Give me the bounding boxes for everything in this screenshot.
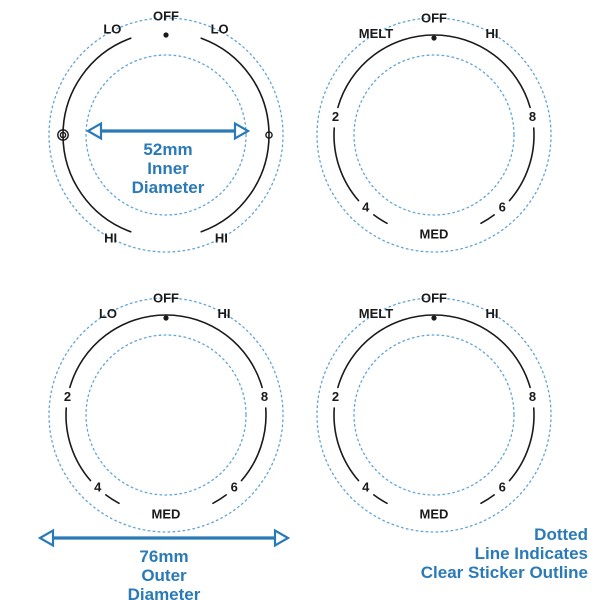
main-arc-seg-4 [480,494,495,505]
off-tick-dot [431,35,437,41]
dial-number-6: 6 [499,480,506,495]
outer-diameter-arrow-head-right [273,528,291,548]
inner-diameter-arrow-head-right [233,121,251,141]
lo-hi-numbered-dial: OFF LO HI MED 2 4 6 8 [48,290,284,533]
left-arc-seg-0 [62,37,132,233]
dimension-layer [37,121,291,548]
dial-number-6: 6 [499,200,506,215]
dial-number-2: 2 [332,109,339,124]
dial-label-med-2: MED [420,226,449,241]
main-arc-seg-3 [240,407,267,482]
legend-callout-line-1: Dotted [534,525,588,544]
off-tick-dot [431,315,437,321]
inner-diameter-callout-line-3: Diameter [132,178,205,197]
dial-label-off: OFF [421,290,447,305]
dial-label-hi-3: HI [215,231,228,246]
inner-diameter-arrow-head-left [85,121,103,141]
dial-number-8: 8 [529,109,536,124]
dial-label-lo-0: LO [103,21,121,36]
outer-sticker-outline [48,297,284,533]
legend-callout-line-2: Line Indicates [475,544,588,563]
outer-sticker-outline [316,297,552,533]
inner-sticker-outline [353,54,515,216]
off-tick-dot [163,315,169,321]
inner-sticker-outline [353,334,515,496]
double-ring-marker-inner [59,131,67,139]
outer-diameter-callout-line-2: Outer [141,566,187,585]
dial-label-off: OFF [421,10,447,25]
inner-diameter-callout-line-2: Inner [147,159,189,178]
off-tick-dot [163,32,169,38]
dial-number-8: 8 [261,389,268,404]
main-arc-seg-1 [333,407,360,482]
dial-label-melt-0: MELT [359,26,393,41]
dial-label-hi-2: HI [104,231,117,246]
dial-number-8: 8 [529,389,536,404]
dial-number-4: 4 [94,480,102,495]
outer-diameter-arrow [37,528,291,548]
right-arc-seg-0 [200,37,270,233]
dial-label-off: OFF [153,8,179,23]
lo-hi-split-dial: OFF LO LO HI HI [48,8,284,253]
dial-label-melt-0: MELT [359,306,393,321]
dial-label-lo-1: LO [211,21,229,36]
dial-label-med-2: MED [152,506,181,521]
inner-diameter-callout-line-1: 52mm [143,140,192,159]
dial-label-hi-1: HI [486,306,499,321]
dial-label-hi-1: HI [218,306,231,321]
dial-label-hi-1: HI [486,26,499,41]
legend-callout-line-3: Clear Sticker Outline [421,563,588,582]
double-ring-marker-outer [57,129,69,141]
melt-hi-numbered-dial-2: OFF MELT HI MED 2 4 6 8 [316,290,552,533]
melt-hi-numbered-dial: OFF MELT HI MED 2 4 6 8 [316,10,552,253]
outer-sticker-outline [48,17,284,253]
outer-diameter-callout-line-3: Diameter [128,585,201,600]
main-arc-seg-2 [69,314,263,389]
dial-number-6: 6 [231,480,238,495]
main-arc-seg-0 [373,214,388,225]
inner-sticker-outline [85,54,247,216]
outer-diameter-arrow-head-left [37,528,55,548]
main-arc-seg-3 [508,127,535,202]
dial-label-lo-0: LO [99,306,117,321]
inner-diameter-arrow [85,121,251,141]
dial-number-4: 4 [362,200,370,215]
main-arc-seg-2 [337,314,531,389]
main-arc-seg-1 [333,127,360,202]
main-arc-seg-0 [105,494,120,505]
main-arc-seg-2 [337,34,531,109]
dial-number-2: 2 [64,389,71,404]
main-arc-seg-3 [508,407,535,482]
dial-label-med-2: MED [420,506,449,521]
small-ring-marker [265,131,273,139]
dial-number-2: 2 [332,389,339,404]
inner-sticker-outline [85,334,247,496]
main-arc-seg-4 [212,494,227,505]
main-arc-seg-4 [480,214,495,225]
main-arc-seg-0 [373,494,388,505]
outer-sticker-outline [316,17,552,253]
dial-label-off: OFF [153,290,179,305]
dial-number-4: 4 [362,480,370,495]
main-arc-seg-1 [65,407,92,482]
outer-diameter-callout-line-1: 76mm [139,547,188,566]
